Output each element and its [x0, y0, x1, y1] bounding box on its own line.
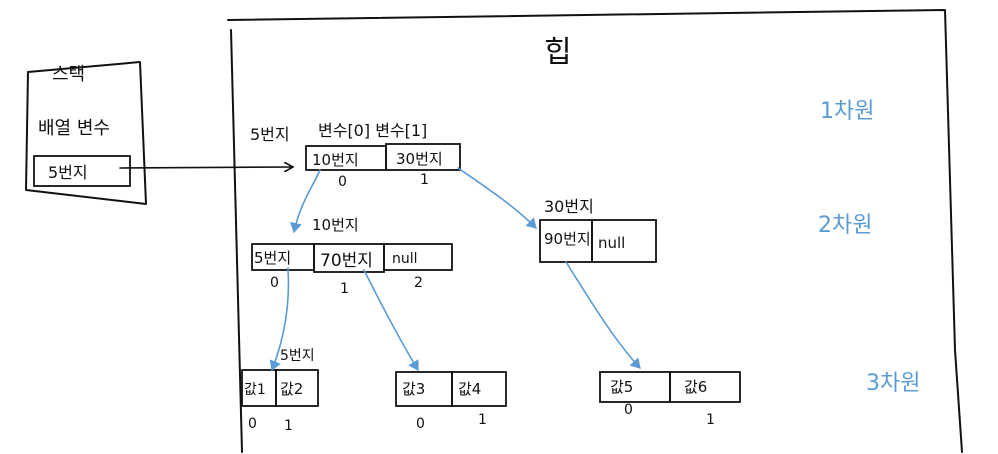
array-a-cell-0-text: 10번지 — [312, 151, 359, 169]
array-b-index-2: 2 — [414, 275, 423, 291]
stack-region: 스택 배열 변수 5번지 — [25, 61, 147, 205]
array-f: 값5 값6 0 1 — [599, 371, 741, 428]
array-b-cell-0-text: 5번지 — [254, 249, 291, 267]
array-b-cell-2 — [383, 243, 453, 271]
heap-frame — [227, 9, 963, 453]
array-e-cell-0-text: 값3 — [402, 380, 425, 398]
array-f-cell-0-text: 값5 — [610, 378, 633, 396]
array-b-index-1: 1 — [340, 281, 349, 297]
stack-title: 스택 — [52, 64, 85, 85]
array-c: 30번지 90번지 null — [539, 197, 657, 263]
pointer-a1-to-c — [457, 167, 537, 229]
array-f-index-1: 1 — [706, 412, 715, 428]
array-a-header: 변수[0] 변수[1] — [318, 121, 427, 140]
array-a-index-1: 1 — [420, 172, 429, 188]
array-f-index-0: 0 — [624, 402, 633, 418]
array-b-index-0: 0 — [270, 275, 279, 291]
array-a: 5번지 변수[0] 변수[1] 10번지 30번지 0 1 — [250, 121, 461, 190]
stack-var-name: 배열 변수 — [38, 118, 110, 139]
array-d-index-1: 1 — [284, 418, 293, 434]
stack-var-box — [33, 155, 131, 187]
array-d: 5번지 값1 값2 0 1 — [241, 348, 319, 434]
array-e-cell-1 — [451, 371, 507, 407]
array-f-cell-1 — [669, 371, 741, 403]
array-c-cell-0-text: 90번지 — [544, 230, 591, 248]
array-d-cell-0-text: 값1 — [244, 382, 266, 398]
array-d-index-0: 0 — [248, 416, 257, 432]
array-e-index-1: 1 — [478, 412, 487, 428]
array-e: 값3 값4 0 1 — [395, 371, 507, 432]
level-label-2d: 2차원 — [818, 213, 872, 238]
heap-region: 힙 — [227, 9, 963, 453]
array-b: 10번지 5번지 70번지 null 0 1 2 — [251, 216, 453, 297]
stack-frame — [25, 61, 147, 205]
array-e-cell-1-text: 값4 — [458, 380, 481, 398]
array-b-cell-2-text: null — [392, 251, 418, 267]
stack-to-heap-arrow — [119, 167, 292, 168]
pointer-arrows — [269, 167, 641, 371]
pointer-c0-to-f — [565, 261, 641, 369]
array-b-address: 10번지 — [312, 216, 359, 234]
pointer-b1-to-e — [363, 269, 419, 371]
array-a-cell-1-text: 30번지 — [396, 150, 443, 168]
stack-var-value: 5번지 — [48, 163, 88, 182]
heap-title: 힙 — [544, 35, 572, 70]
pointer-a0-to-b — [290, 169, 321, 233]
array-f-cell-1-text: 값6 — [684, 378, 707, 396]
pointer-b0-to-d — [269, 267, 290, 371]
array-c-cell-1-text: null — [598, 234, 625, 252]
array-c-address: 30번지 — [544, 197, 594, 216]
array-b-cell-1-text: 70번지 — [320, 251, 373, 271]
array-a-cell-1 — [385, 143, 461, 171]
level-label-3d: 3차원 — [866, 371, 920, 396]
array-e-index-0: 0 — [416, 416, 425, 432]
array-a-address: 5번지 — [250, 125, 290, 144]
array-d-address: 5번지 — [280, 348, 315, 364]
array-a-index-0: 0 — [338, 174, 347, 190]
array-d-cell-1 — [275, 369, 319, 407]
array-c-cell-1 — [591, 219, 657, 263]
array-d-cell-1-text: 값2 — [280, 380, 303, 398]
level-label-1d: 1차원 — [820, 99, 874, 124]
